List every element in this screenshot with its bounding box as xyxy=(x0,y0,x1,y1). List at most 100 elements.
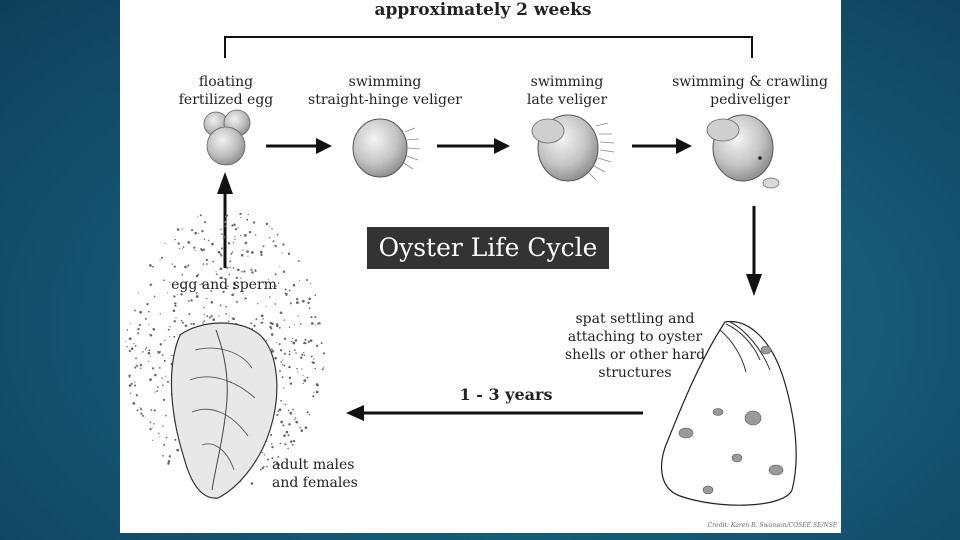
spawn-speckle xyxy=(161,378,162,379)
spawn-speckle xyxy=(154,391,155,392)
spawn-speckle xyxy=(160,313,161,314)
spawn-speckle xyxy=(289,377,291,379)
spawn-speckle xyxy=(163,399,165,401)
spawn-speckle xyxy=(218,251,221,254)
spawn-speckle xyxy=(221,233,223,235)
spawn-speckle xyxy=(242,249,243,250)
spawn-speckle xyxy=(158,433,160,435)
fertilized-egg-illustration xyxy=(204,110,250,165)
arrow-pedi-to-spat-head xyxy=(746,274,762,296)
spawn-speckle xyxy=(285,293,288,296)
spawn-speckle xyxy=(181,320,183,322)
spawn-speckle xyxy=(233,242,234,243)
spawn-speckle xyxy=(280,443,282,445)
spawn-speckle xyxy=(274,245,276,247)
spawn-speckle xyxy=(279,370,281,372)
spawn-speckle xyxy=(294,324,295,325)
stage-label-spat: spat settling and attaching to oyster sh… xyxy=(560,310,710,382)
spawn-speckle xyxy=(140,367,142,369)
spawn-speckle xyxy=(135,358,137,360)
spawn-speckle xyxy=(266,340,267,341)
spawn-speckle xyxy=(240,217,241,218)
spawn-speckle xyxy=(166,437,168,439)
spawn-speckle xyxy=(129,350,131,352)
spawn-speckle xyxy=(269,296,270,297)
spawn-speckle xyxy=(284,353,286,355)
spawn-speckle xyxy=(280,349,282,351)
spawn-speckle xyxy=(156,390,158,392)
spawn-speckle xyxy=(160,343,162,345)
spawn-speckle xyxy=(225,313,227,315)
spawn-speckle xyxy=(167,381,169,383)
spawn-speckle xyxy=(234,239,235,240)
spawn-speckle xyxy=(237,227,238,228)
spawn-speckle xyxy=(229,260,231,262)
spawn-speckle xyxy=(283,319,284,320)
spawn-speckle xyxy=(294,349,296,351)
spawn-speckle xyxy=(309,414,310,415)
spawn-speckle xyxy=(149,334,150,335)
spawn-speckle xyxy=(313,392,314,393)
spawn-speckle xyxy=(174,439,176,441)
spawn-speckle xyxy=(267,458,269,460)
spawn-speckle xyxy=(150,356,151,357)
spawn-speckle xyxy=(159,436,160,437)
spawn-speckle xyxy=(184,266,187,269)
spawn-speckle xyxy=(150,285,152,287)
spawn-speckle xyxy=(296,368,298,370)
spawn-speckle xyxy=(224,221,226,223)
spawn-speckle xyxy=(275,273,277,275)
spawn-speckle xyxy=(279,343,281,345)
spawn-speckle xyxy=(150,422,152,424)
spawn-speckle xyxy=(195,250,196,251)
spawn-speckle xyxy=(234,236,235,237)
spawn-speckle xyxy=(316,391,319,394)
spawn-speckle xyxy=(233,224,235,226)
spawn-speckle xyxy=(288,423,290,425)
spawn-speckle xyxy=(280,400,282,402)
spawn-speckle xyxy=(284,338,286,340)
spawn-speckle xyxy=(137,328,139,330)
spawn-speckle xyxy=(152,266,154,268)
spawn-speckle xyxy=(225,306,227,308)
spawn-speckle xyxy=(266,223,268,225)
spawn-speckle xyxy=(148,361,149,362)
spawn-speckle xyxy=(152,328,155,331)
spawn-speckle xyxy=(188,313,190,315)
spawn-speckle xyxy=(206,259,208,261)
spawn-speckle xyxy=(134,384,136,386)
spawn-speckle xyxy=(206,298,207,299)
spawn-speckle xyxy=(148,349,150,351)
spawn-speckle xyxy=(203,307,204,308)
spawn-speckle xyxy=(167,462,169,464)
spawn-speckle xyxy=(132,402,135,405)
spawn-speckle xyxy=(276,342,277,343)
spawn-speckle xyxy=(290,440,293,443)
spawn-speckle xyxy=(279,327,281,329)
spawn-speckle xyxy=(129,376,131,378)
spawn-speckle xyxy=(279,266,280,267)
spawn-speckle xyxy=(229,267,231,269)
spawn-speckle xyxy=(249,231,251,233)
spawn-speckle xyxy=(134,310,136,312)
spawn-speckle xyxy=(310,316,312,318)
spawn-speckle xyxy=(323,352,325,354)
spawn-speckle xyxy=(282,424,284,426)
spawn-speckle xyxy=(154,374,157,377)
spawn-speckle xyxy=(193,246,195,248)
spawn-speckle xyxy=(129,337,132,340)
spawn-speckle xyxy=(296,298,298,300)
spawn-speckle xyxy=(260,251,263,254)
stage-label-late-veliger: swimming late veliger xyxy=(512,73,622,109)
spawn-speckle xyxy=(225,216,227,218)
spawn-speckle xyxy=(288,410,290,412)
spawn-speckle xyxy=(229,274,231,276)
spawn-speckle xyxy=(169,326,170,327)
spawn-speckle xyxy=(301,354,303,356)
spawn-speckle xyxy=(194,232,197,235)
spawn-speckle xyxy=(294,418,296,420)
spawn-speckle xyxy=(233,267,235,269)
spawn-speckle xyxy=(284,443,286,445)
spawn-speckle xyxy=(176,449,179,452)
spawn-speckle xyxy=(300,427,301,428)
